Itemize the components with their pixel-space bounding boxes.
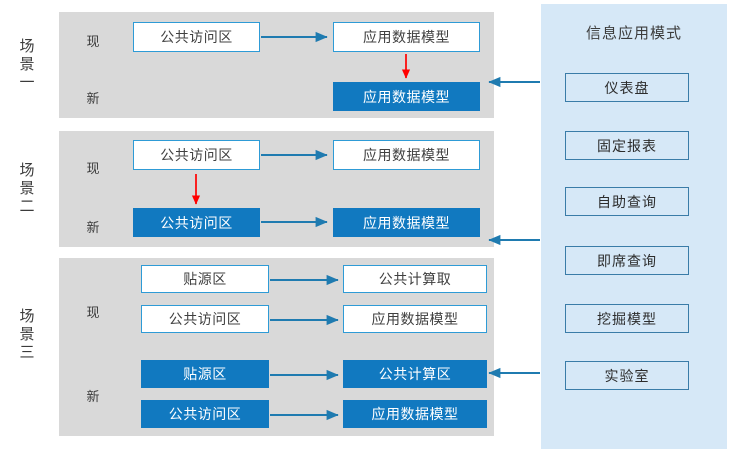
scenario-label-char: 场 bbox=[19, 309, 35, 325]
node-box[interactable]: 贴源区 bbox=[141, 265, 269, 293]
scenario-label-3: 场 景 三 bbox=[10, 308, 44, 362]
scenario-label-2: 场 景 二 bbox=[10, 162, 44, 216]
node-box[interactable]: 公共访问区 bbox=[133, 140, 260, 170]
node-box[interactable]: 公共计算取 bbox=[343, 265, 487, 293]
mode-button-lab[interactable]: 实验室 bbox=[565, 361, 689, 390]
scenario-label-char: 景 bbox=[19, 57, 35, 73]
node-box[interactable]: 公共访问区 bbox=[141, 305, 269, 333]
mode-button-adhoc-query[interactable]: 即席查询 bbox=[565, 246, 689, 275]
row-tag-current-1: 现 bbox=[86, 34, 100, 49]
scenario-label-char: 三 bbox=[19, 345, 35, 361]
row-tag-new-3: 新 bbox=[86, 389, 100, 404]
node-box[interactable]: 应用数据模型 bbox=[333, 82, 480, 111]
node-box[interactable]: 公共访问区 bbox=[141, 400, 269, 428]
row-tag-current-2: 现 bbox=[86, 161, 100, 176]
node-box[interactable]: 公共访问区 bbox=[133, 208, 260, 237]
scenario-label-char: 二 bbox=[19, 199, 35, 215]
mode-button-fixed-report[interactable]: 固定报表 bbox=[565, 131, 689, 160]
row-tag-new-1: 新 bbox=[86, 91, 100, 106]
node-box[interactable]: 应用数据模型 bbox=[343, 400, 487, 428]
mode-button-dashboard[interactable]: 仪表盘 bbox=[565, 73, 689, 102]
node-box[interactable]: 公共访问区 bbox=[133, 22, 260, 52]
node-box[interactable]: 贴源区 bbox=[141, 360, 269, 388]
row-tag-new-2: 新 bbox=[86, 220, 100, 235]
node-box[interactable]: 应用数据模型 bbox=[333, 22, 480, 52]
scenario-label-char: 景 bbox=[19, 327, 35, 343]
row-tag-current-3: 现 bbox=[86, 305, 100, 320]
scenario-label-char: 景 bbox=[19, 181, 35, 197]
mode-panel-title: 信息应用模式 bbox=[585, 26, 682, 42]
node-box[interactable]: 应用数据模型 bbox=[333, 208, 480, 237]
node-box[interactable]: 应用数据模型 bbox=[333, 140, 480, 170]
mode-button-self-service-query[interactable]: 自助查询 bbox=[565, 187, 689, 216]
scenario-label-1: 场 景 一 bbox=[10, 38, 44, 92]
node-box[interactable]: 应用数据模型 bbox=[343, 305, 487, 333]
scenario-label-char: 场 bbox=[19, 163, 35, 179]
node-box[interactable]: 公共计算区 bbox=[343, 360, 487, 388]
mode-button-mining-model[interactable]: 挖掘模型 bbox=[565, 304, 689, 333]
scenario-label-char: 一 bbox=[19, 75, 35, 91]
scenario-label-char: 场 bbox=[19, 39, 35, 55]
